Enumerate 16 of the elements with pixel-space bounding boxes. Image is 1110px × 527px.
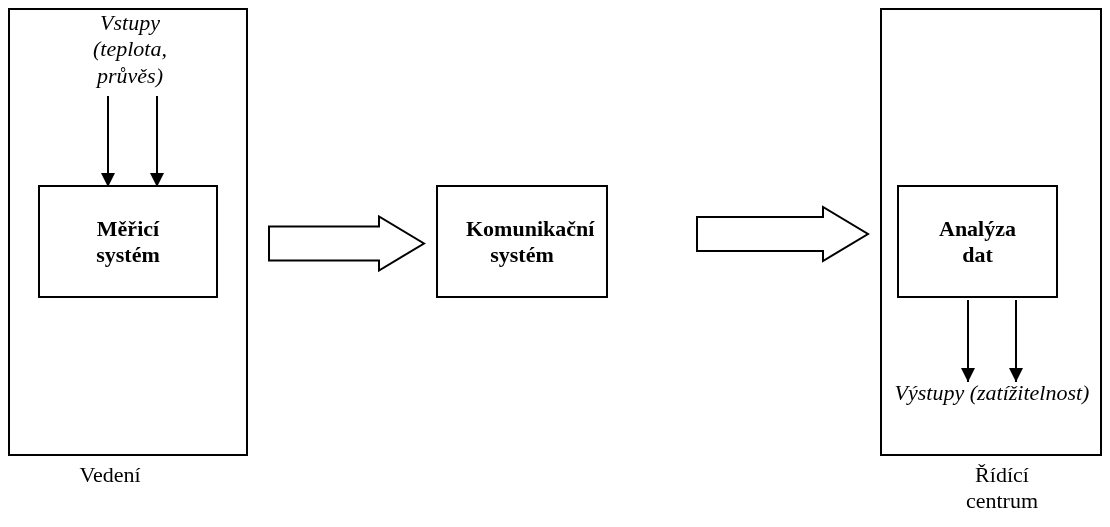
arrow bbox=[1009, 299, 1023, 383]
arrow bbox=[101, 95, 115, 188]
process-box bbox=[436, 185, 608, 298]
arrow bbox=[150, 95, 164, 188]
box-label: Měřicí systém bbox=[95, 215, 161, 268]
signal-label: Výstupy (zatížitelnost) bbox=[886, 380, 1098, 442]
block-arrow bbox=[696, 205, 870, 263]
process-box bbox=[38, 185, 218, 298]
process-box bbox=[897, 185, 1058, 298]
area-caption: Vedení bbox=[78, 462, 142, 489]
arrow bbox=[961, 299, 975, 383]
box-label: Komunikační systém bbox=[465, 215, 596, 268]
signal-label: Vstupy (teplota, průvěs) bbox=[75, 10, 185, 94]
block-arrow bbox=[268, 214, 426, 273]
area-caption: Řídící centrum bbox=[964, 462, 1040, 515]
box-label: Analýza dat bbox=[938, 215, 1017, 268]
